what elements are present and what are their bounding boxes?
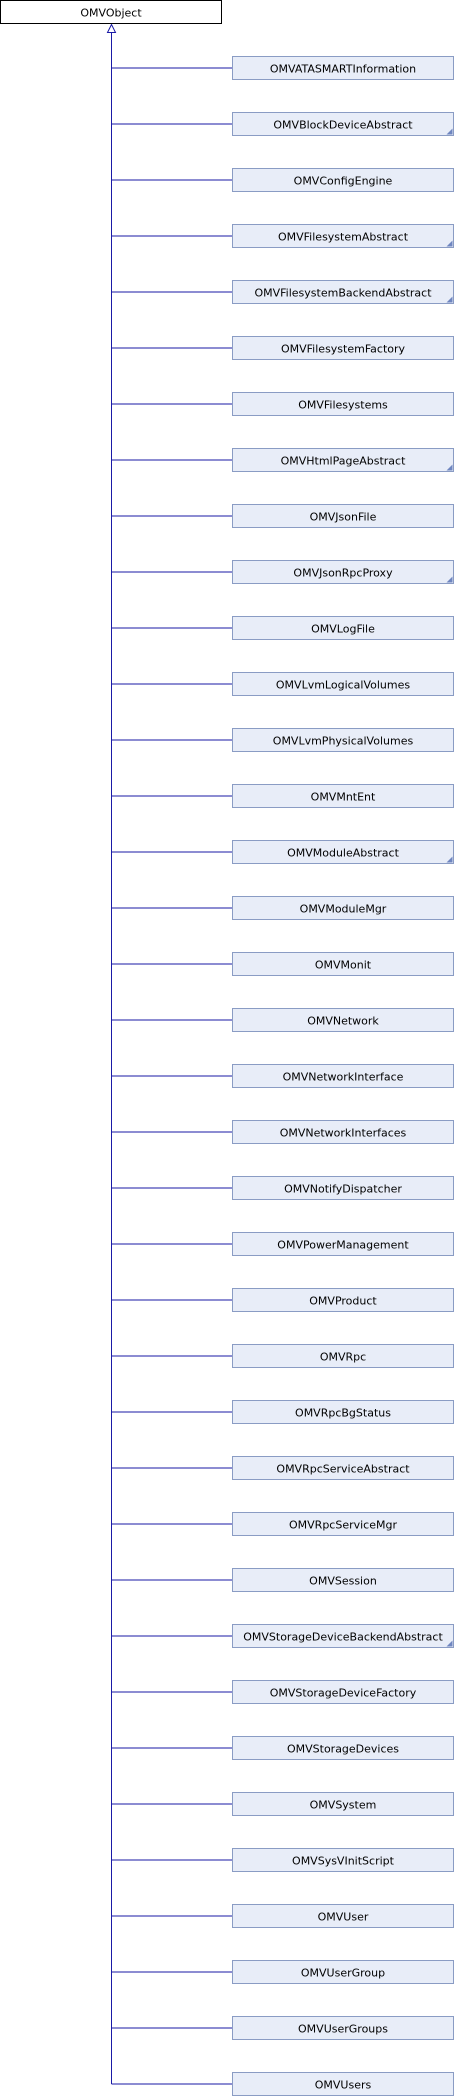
subclass-label: OMVFilesystemFactory bbox=[281, 343, 406, 356]
subclass-node[interactable]: OMVRpcBgStatus bbox=[232, 1400, 454, 1424]
subclass-label: OMVRpcBgStatus bbox=[295, 1407, 391, 1420]
subclass-label: OMVProduct bbox=[309, 1295, 377, 1308]
subclass-label: OMVStorageDeviceFactory bbox=[270, 1687, 417, 1700]
subclass-label: OMVHtmlPageAbstract bbox=[281, 455, 407, 468]
subclass-label: OMVUsers bbox=[315, 2079, 372, 2092]
subclass-node[interactable]: OMVJsonFile bbox=[232, 504, 454, 528]
subclass-node[interactable]: OMVMonit bbox=[232, 952, 454, 976]
subclass-node[interactable]: OMVStorageDeviceFactory bbox=[232, 1680, 454, 1704]
subclass-node[interactable]: OMVProduct bbox=[232, 1288, 454, 1312]
subclass-label: OMVLvmLogicalVolumes bbox=[276, 679, 410, 692]
subclass-label: OMVNetwork bbox=[307, 1015, 379, 1028]
has-subclasses-marker-icon bbox=[446, 856, 453, 863]
subclass-node[interactable]: OMVJsonRpcProxy bbox=[232, 560, 454, 584]
subclass-node[interactable]: OMVUser bbox=[232, 1904, 454, 1928]
subclass-label: OMVNetworkInterface bbox=[283, 1071, 404, 1084]
subclass-label: OMVMntEnt bbox=[311, 791, 376, 804]
inheritance-arrowhead bbox=[106, 23, 117, 33]
subclass-node[interactable]: OMVHtmlPageAbstract bbox=[232, 448, 454, 472]
subclass-node[interactable]: OMVLvmPhysicalVolumes bbox=[232, 728, 454, 752]
subclass-label: OMVUserGroup bbox=[301, 1967, 385, 1980]
subclass-label: OMVSystem bbox=[310, 1799, 377, 1812]
subclass-label: OMVJsonRpcProxy bbox=[293, 567, 393, 580]
subclass-label: OMVJsonFile bbox=[310, 511, 377, 524]
subclass-node[interactable]: OMVFilesystemBackendAbstract bbox=[232, 280, 454, 304]
has-subclasses-marker-icon bbox=[446, 576, 453, 583]
has-subclasses-marker-icon bbox=[446, 296, 453, 303]
subclass-label: OMVRpc bbox=[320, 1351, 366, 1364]
subclass-label: OMVFilesystems bbox=[298, 399, 388, 412]
subclass-node[interactable]: OMVMntEnt bbox=[232, 784, 454, 808]
subclass-node[interactable]: OMVPowerManagement bbox=[232, 1232, 454, 1256]
subclass-label: OMVPowerManagement bbox=[277, 1239, 409, 1252]
subclass-label: OMVMonit bbox=[315, 959, 372, 972]
subclass-node[interactable]: OMVBlockDeviceAbstract bbox=[232, 112, 454, 136]
subclass-node[interactable]: OMVFilesystemFactory bbox=[232, 336, 454, 360]
subclass-node[interactable]: OMVRpcServiceMgr bbox=[232, 1512, 454, 1536]
subclass-node[interactable]: OMVUserGroup bbox=[232, 1960, 454, 1984]
subclass-node[interactable]: OMVLogFile bbox=[232, 616, 454, 640]
subclass-node[interactable]: OMVUserGroups bbox=[232, 2016, 454, 2040]
subclass-node[interactable]: OMVRpc bbox=[232, 1344, 454, 1368]
subclass-label: OMVModuleMgr bbox=[300, 903, 387, 916]
subclass-node[interactable]: OMVModuleAbstract bbox=[232, 840, 454, 864]
subclass-node[interactable]: OMVLvmLogicalVolumes bbox=[232, 672, 454, 696]
subclass-label: OMVFilesystemBackendAbstract bbox=[254, 287, 432, 300]
has-subclasses-marker-icon bbox=[446, 240, 453, 247]
subclass-node[interactable]: OMVUsers bbox=[232, 2072, 454, 2096]
subclass-label: OMVNotifyDispatcher bbox=[284, 1183, 402, 1196]
subclass-node[interactable]: OMVFilesystems bbox=[232, 392, 454, 416]
has-subclasses-marker-icon bbox=[446, 128, 453, 135]
subclass-node[interactable]: OMVNetworkInterfaces bbox=[232, 1120, 454, 1144]
subclass-label: OMVATASMARTInformation bbox=[270, 63, 416, 76]
subclass-label: OMVRpcServiceAbstract bbox=[276, 1463, 410, 1476]
subclass-label: OMVSession bbox=[309, 1575, 377, 1588]
has-subclasses-marker-icon bbox=[446, 1640, 453, 1647]
subclass-node[interactable]: OMVRpcServiceAbstract bbox=[232, 1456, 454, 1480]
subclass-node[interactable]: OMVATASMARTInformation bbox=[232, 56, 454, 80]
subclass-node[interactable]: OMVFilesystemAbstract bbox=[232, 224, 454, 248]
subclass-label: OMVStorageDeviceBackendAbstract bbox=[243, 1631, 443, 1644]
subclass-label: OMVConfigEngine bbox=[294, 175, 393, 188]
subclass-label: OMVBlockDeviceAbstract bbox=[273, 119, 413, 132]
subclass-label: OMVStorageDevices bbox=[287, 1743, 399, 1756]
subclass-node[interactable]: OMVSysVInitScript bbox=[232, 1848, 454, 1872]
subclass-node[interactable]: OMVSession bbox=[232, 1568, 454, 1592]
subclass-label: OMVRpcServiceMgr bbox=[289, 1519, 397, 1532]
subclass-node[interactable]: OMVStorageDevices bbox=[232, 1736, 454, 1760]
subclass-node[interactable]: OMVNetworkInterface bbox=[232, 1064, 454, 1088]
subclass-node[interactable]: OMVStorageDeviceBackendAbstract bbox=[232, 1624, 454, 1648]
subclass-label: OMVSysVInitScript bbox=[292, 1855, 395, 1868]
subclass-label: OMVLvmPhysicalVolumes bbox=[273, 735, 414, 748]
subclass-label: OMVLogFile bbox=[311, 623, 375, 636]
subclass-nodes: OMVATASMARTInformationOMVBlockDeviceAbst… bbox=[232, 56, 454, 2096]
subclass-node[interactable]: OMVNetwork bbox=[232, 1008, 454, 1032]
subclass-node[interactable]: OMVConfigEngine bbox=[232, 168, 454, 192]
subclass-label: OMVFilesystemAbstract bbox=[278, 231, 409, 244]
root-class-label: OMVObject bbox=[80, 7, 142, 20]
subclass-node[interactable]: OMVSystem bbox=[232, 1792, 454, 1816]
subclass-label: OMVUserGroups bbox=[298, 2023, 388, 2036]
subclass-label: OMVUser bbox=[318, 1911, 369, 1924]
root-class-node[interactable]: OMVObject bbox=[0, 0, 222, 24]
has-subclasses-marker-icon bbox=[446, 464, 453, 471]
subclass-label: OMVNetworkInterfaces bbox=[280, 1127, 407, 1140]
root-class-box bbox=[0, 0, 222, 24]
subclass-label: OMVModuleAbstract bbox=[287, 847, 400, 860]
inheritance-edges bbox=[106, 23, 233, 2085]
subclass-node[interactable]: OMVModuleMgr bbox=[232, 896, 454, 920]
subclass-node[interactable]: OMVNotifyDispatcher bbox=[232, 1176, 454, 1200]
